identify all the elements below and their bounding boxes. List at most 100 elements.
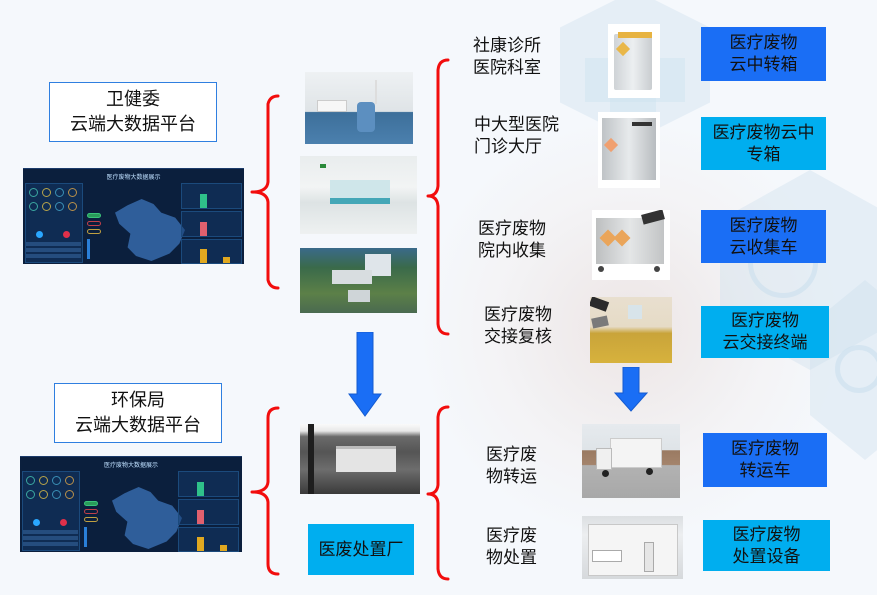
tag-line1: 医疗废物 bbox=[731, 311, 799, 331]
tag-line2: 云交接终端 bbox=[722, 333, 808, 353]
photo-handover-terminal bbox=[590, 297, 672, 363]
photo-disposal-equipment bbox=[582, 516, 683, 579]
platform-label-line1: 卫健委 bbox=[106, 89, 160, 110]
photo-disposal-plant bbox=[300, 424, 420, 494]
gauge-icon bbox=[55, 188, 64, 197]
bin-lid bbox=[618, 32, 652, 38]
gauge-icon bbox=[39, 476, 48, 485]
gauge-icon bbox=[68, 202, 77, 211]
legend-pill-red bbox=[84, 509, 98, 514]
caption-line2: 物处置 bbox=[486, 548, 537, 568]
status-dot-blue bbox=[36, 231, 43, 238]
dashboard-right-panel bbox=[181, 239, 242, 264]
tag-text: 医疗废物云中 专箱 bbox=[713, 122, 815, 166]
tag-line1: 医疗废物 bbox=[729, 33, 798, 53]
caption-in-hospital-collection: 医疗废物 院内收集 bbox=[478, 218, 546, 262]
nurse-station bbox=[330, 180, 390, 204]
dashboard-right-panel bbox=[181, 211, 242, 237]
tag-line1: 医疗废物 bbox=[731, 439, 799, 459]
dashboard-region-map bbox=[112, 487, 182, 549]
dashboard-bar-red bbox=[200, 222, 207, 236]
caption-line1: 医疗废物 bbox=[484, 305, 552, 325]
caption-line1: 医疗废 bbox=[486, 445, 537, 465]
gauge-icon bbox=[52, 490, 61, 499]
tag-text: 医疗废物 处置设备 bbox=[733, 524, 801, 568]
caption-waste-disposal: 医疗废 物处置 bbox=[486, 525, 537, 569]
dashboard-screenshot-environmental-bureau: 医疗废物大数据展示 bbox=[20, 456, 242, 552]
dashboard-list-row bbox=[23, 542, 78, 546]
gauge-icon bbox=[42, 202, 51, 211]
brace-plant-to-workflow bbox=[426, 405, 450, 581]
caption-line2: 院内收集 bbox=[478, 241, 546, 261]
dashboard-title: 医疗废物大数据展示 bbox=[103, 462, 158, 469]
tag-text: 医疗废物 云中转箱 bbox=[730, 32, 798, 76]
dashboard-bar-yellow bbox=[200, 249, 207, 263]
dashboard-level-bar bbox=[84, 527, 87, 547]
legend-pill-red bbox=[87, 221, 101, 226]
tag-cloud-collection-cart: 医疗废物 云收集车 bbox=[701, 210, 826, 263]
platform-label-line2: 云端大数据平台 bbox=[75, 415, 201, 436]
gauge-icon bbox=[29, 202, 38, 211]
caption-handover-review: 医疗废物 交接复核 bbox=[484, 304, 552, 348]
gauge-icon bbox=[26, 476, 35, 485]
caption-line2: 门诊大厅 bbox=[474, 137, 542, 157]
brace-platform2-to-plant bbox=[250, 406, 280, 576]
dashboard-list-row bbox=[26, 248, 81, 252]
platform-label-environmental-bureau: 环保局 云端大数据平台 bbox=[54, 383, 222, 443]
tag-cloud-transfer-bin: 医疗废物 云中转箱 bbox=[701, 27, 826, 81]
gauge-icon bbox=[26, 490, 35, 499]
dashboard-list-row bbox=[26, 242, 81, 246]
gauge-icon bbox=[55, 202, 64, 211]
tag-text: 医疗废物 转运车 bbox=[731, 438, 799, 482]
caption-line2: 医院科室 bbox=[473, 58, 541, 78]
bin-display bbox=[632, 122, 652, 126]
arrow-down-to-plant-icon bbox=[348, 332, 382, 417]
gauge-icon bbox=[65, 490, 74, 499]
equipment-hopper bbox=[592, 550, 622, 562]
caption-line1: 医疗废 bbox=[486, 526, 537, 546]
platform-label-line2: 云端大数据平台 bbox=[70, 114, 196, 135]
disposal-plant-label-text: 医废处置厂 bbox=[318, 539, 404, 560]
photo-waste-transfer-bin-large bbox=[598, 112, 660, 188]
caption-line2: 交接复核 bbox=[484, 327, 552, 347]
photo-dental-clinic-room bbox=[305, 72, 413, 144]
dashboard-right-panel bbox=[178, 527, 239, 552]
status-dot-red bbox=[60, 519, 67, 526]
dashboard-right-panel bbox=[178, 471, 239, 497]
plant-building bbox=[336, 446, 396, 472]
tag-cloud-dedicated-bin: 医疗废物云中 专箱 bbox=[701, 117, 826, 170]
dashboard-bar-green bbox=[197, 482, 204, 496]
cart-wheel bbox=[654, 266, 660, 272]
dashboard-bar-yellow bbox=[197, 537, 204, 551]
dashboard-bar-yellow bbox=[223, 257, 230, 263]
tag-disposal-equipment: 医疗废物 处置设备 bbox=[703, 520, 830, 571]
legend-pill-green bbox=[84, 501, 98, 506]
caption-large-hospital-lobby: 中大型医院 门诊大厅 bbox=[474, 114, 559, 158]
room-window bbox=[628, 305, 642, 319]
gauge-icon bbox=[68, 188, 77, 197]
exit-sign bbox=[320, 164, 326, 168]
dashboard-right-panel bbox=[181, 183, 242, 209]
bin-body bbox=[614, 34, 652, 90]
dashboard-bar-red bbox=[197, 510, 204, 524]
truck-wheel bbox=[602, 470, 609, 477]
dashboard-title: 医疗废物大数据展示 bbox=[106, 174, 161, 181]
photo-collection-cart bbox=[592, 210, 670, 280]
dashboard-right-panel bbox=[178, 499, 239, 525]
truck-wheel bbox=[646, 468, 653, 475]
equipment-door bbox=[644, 542, 654, 572]
brace-hospitals-to-workflow bbox=[426, 58, 450, 336]
platform-label-line1: 环保局 bbox=[111, 390, 165, 411]
dashboard-bar-green bbox=[200, 194, 207, 208]
dashboard-list-row bbox=[23, 536, 78, 540]
tag-line2: 专箱 bbox=[746, 144, 781, 165]
tag-line2: 云中转箱 bbox=[729, 55, 798, 75]
card-reader bbox=[591, 315, 609, 329]
legend-pill-yellow bbox=[84, 517, 98, 522]
tag-cloud-handover-terminal: 医疗废物 云交接终端 bbox=[701, 306, 829, 358]
caption-line2: 物转运 bbox=[486, 467, 537, 487]
tag-line1: 医疗废物 bbox=[732, 524, 801, 545]
legend-pill-green bbox=[87, 213, 101, 218]
disposal-plant-label: 医废处置厂 bbox=[308, 524, 414, 575]
tag-line1: 医疗废物 bbox=[729, 215, 798, 236]
